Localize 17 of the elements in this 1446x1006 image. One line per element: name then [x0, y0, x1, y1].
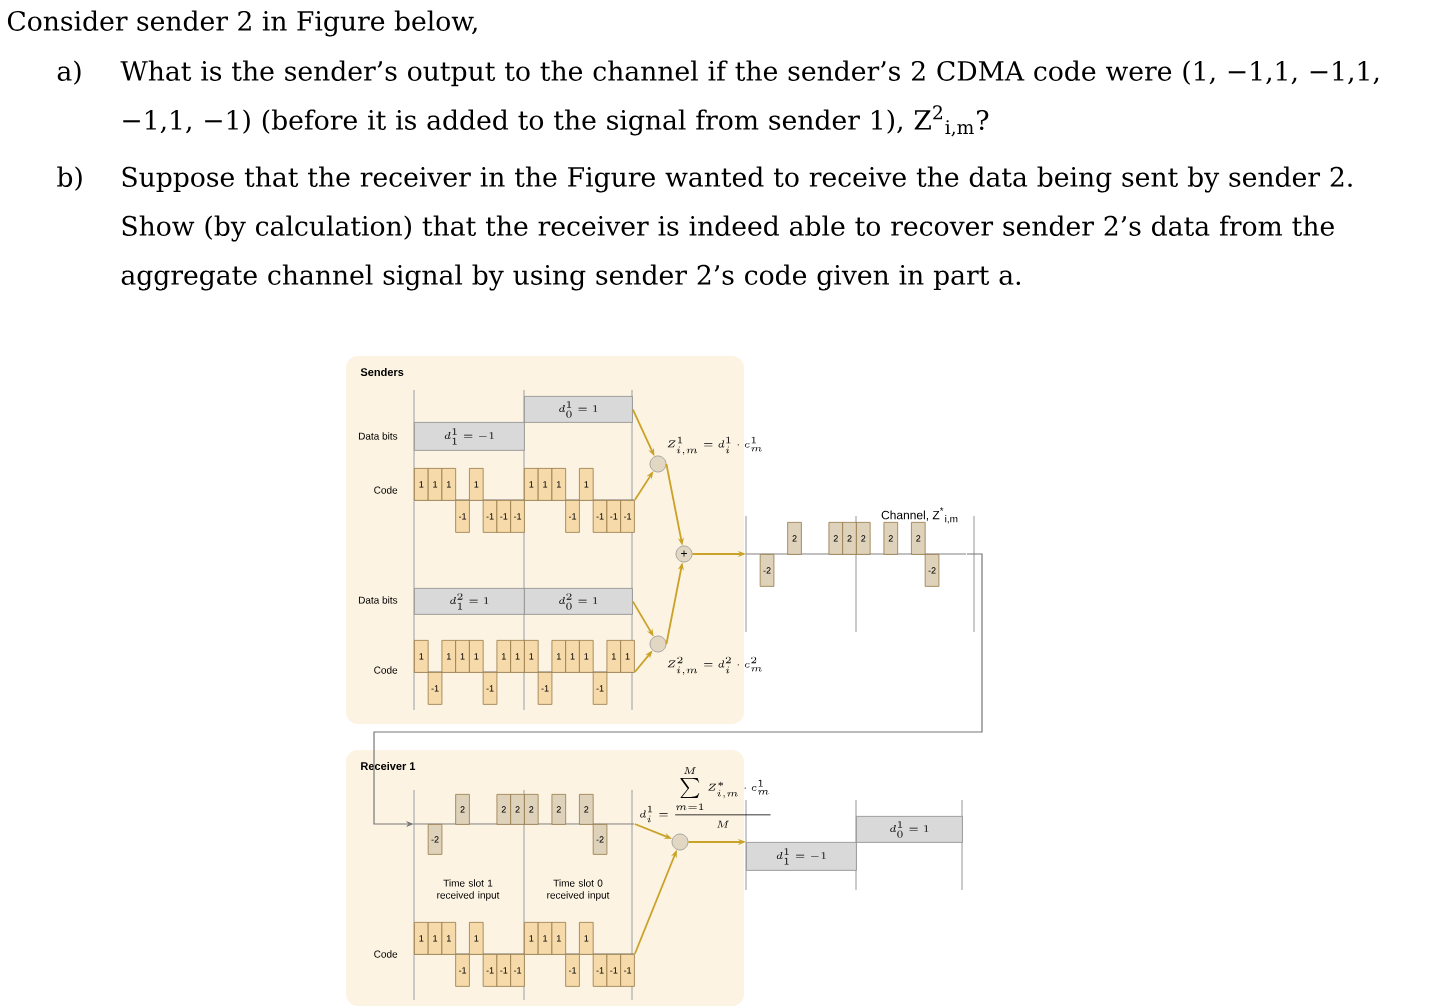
multiplier-circle: [649, 635, 667, 653]
formula: $Z^{1}_{i,m} = d^{1}_{i}\cdot c^{1}_{m}$: [667, 436, 762, 456]
question-text: What is the sender’s output to the channel if the sender’s 2 CDMA code were (1, −1,1, −1,1, −1,1, −1) (before it is added to the signal from sender 1), Z$^{2}$$_{i,m}$?: [120, 60, 1379, 137]
data-bit-box: $d^{1}_{1} = -1$: [746, 842, 857, 871]
data-bit-box: $d^{2}_{1} = 1$: [414, 588, 525, 615]
data-bit-box: $d^{1}_{1} = -1$: [414, 422, 525, 451]
data-bit-box: $d^{1}_{0} = 1$: [856, 816, 963, 843]
question-text: Consider sender 2 in Figure below,: [7, 10, 477, 37]
formula: $Z^{2}_{i,m} = d^{2}_{i}\cdot c^{2}_{m}$: [667, 656, 762, 676]
item-letter: a): [57, 60, 81, 85]
data-bit-box: $d^{1}_{0} = 1$: [524, 396, 633, 423]
formula: $d^{1}_{i} = \frac{\sum\limits_{m=1}^{M} Z^{*}_{i,m}\cdot c^{1}_{m}}{M}$: [640, 767, 771, 828]
item-letter: b): [57, 166, 82, 191]
data-bit-box: $d^{2}_{0} = 1$: [524, 588, 633, 615]
multiplier-circle: [671, 833, 689, 851]
question-text: Suppose that the receiver in the Figure wanted to receive the data being sent by sender 2. Show (by calculation) that the receiver is indeed able to recover sender 2’s data from the aggregate channel signal by using sender 2’s code given in part a.: [121, 166, 1352, 291]
multiplier-circle: [649, 455, 667, 473]
